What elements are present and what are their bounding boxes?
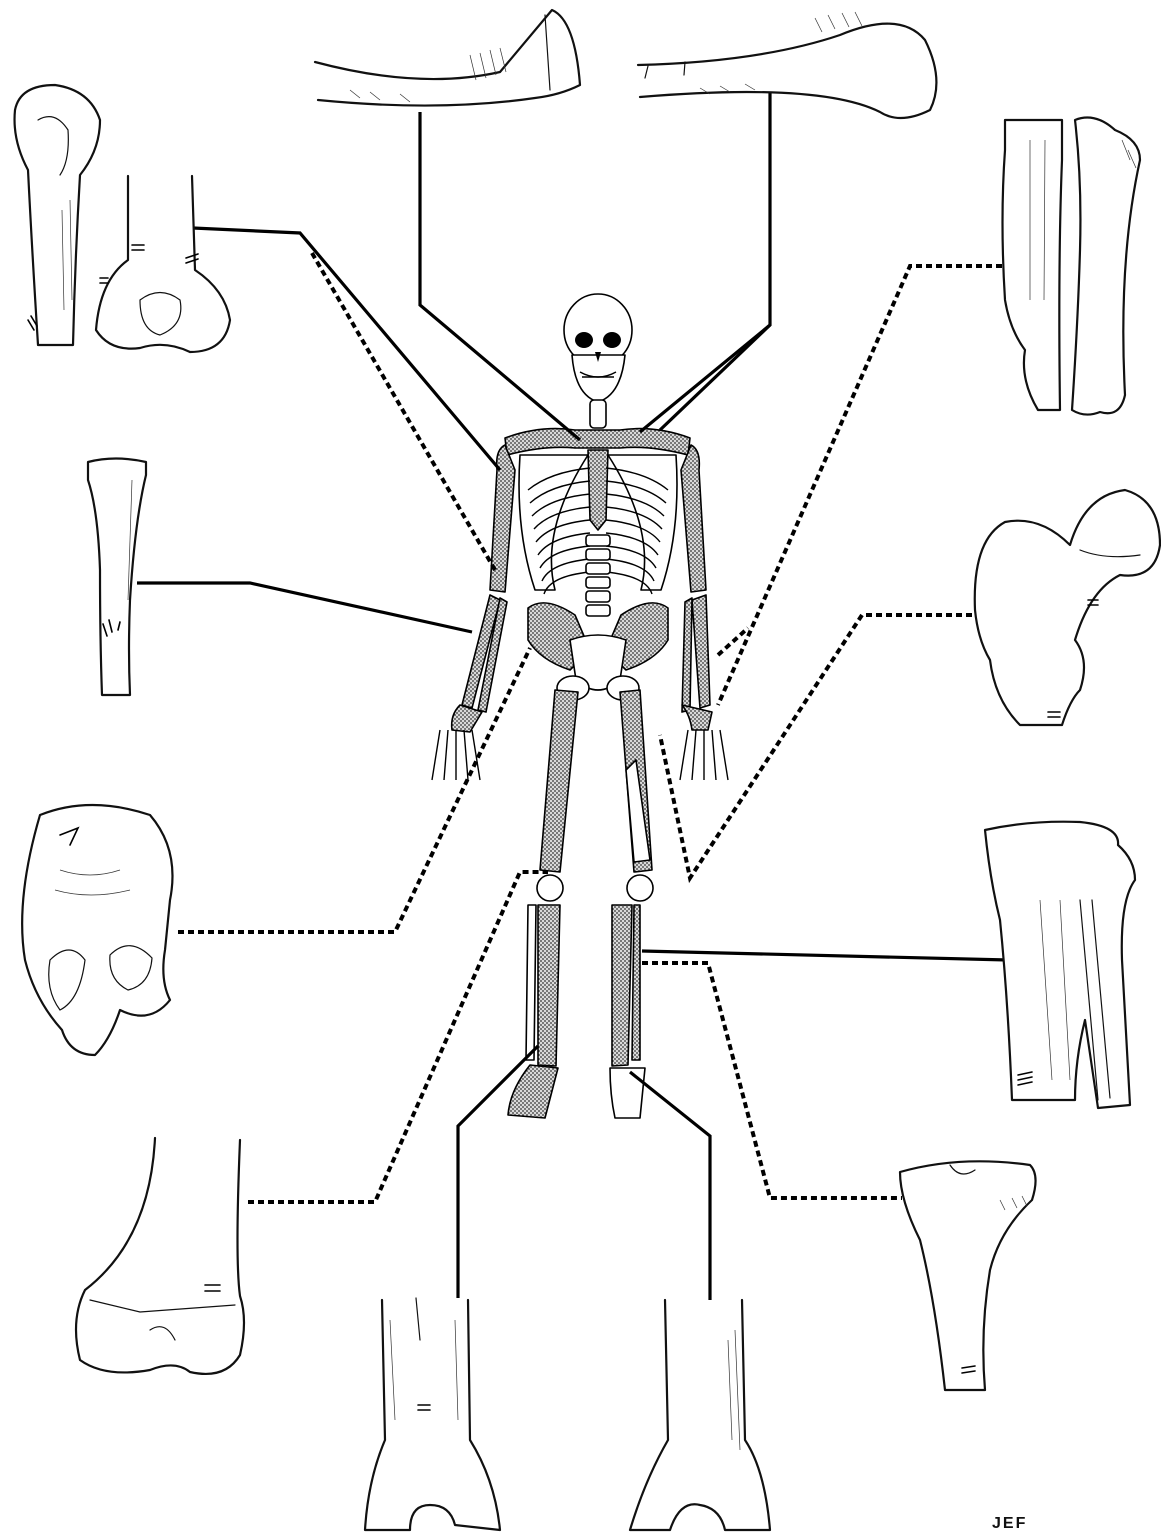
central-skeleton [432,294,728,1118]
vertebra [586,535,610,546]
vertebra [586,563,610,574]
left-clavicle-drawing [638,12,936,118]
leader-left-clavicle [640,82,770,432]
right-radius-drawing [88,459,146,696]
left-radius-ulna-drawing [1003,118,1141,415]
left-tibia-proximal-drawing [900,1161,1036,1390]
finger-bone [712,730,716,780]
leader-left-fibula [630,1072,710,1310]
skull [564,294,632,402]
leader-right-femur-distal [248,872,548,1202]
vertebra [586,591,610,602]
artist-signature: JEF [992,1515,1027,1532]
left-tibia-fibula-drawing [985,822,1135,1108]
finger-bone [720,730,728,780]
finger-bone [432,730,440,780]
finger-bone [444,730,448,780]
leader-right-clavicle [420,112,580,440]
leader-left-scapula [660,325,770,430]
finger-bone [680,730,688,780]
leader-left-tibia-proximal [642,963,902,1198]
leader-right-humerus-distal [193,228,500,470]
cervical-spine [590,400,606,428]
leader-left-tibia [642,951,1008,960]
skeleton-left-hand [680,730,728,780]
skeleton-right-arm [452,445,515,732]
vertebra [586,549,610,560]
leader-right-radius [137,583,472,632]
leader-right-humerus-proximal [312,253,495,570]
right-femur-distal-drawing [76,1138,244,1374]
sternum [588,450,608,530]
skeleton-right-leg [508,690,578,1118]
right-innominate-drawing [22,805,172,1055]
lumbar-spine [586,535,610,616]
skeleton-left-arm [681,445,712,730]
pelvis [528,603,668,700]
right-clavicle-drawing [315,10,580,106]
right-humerus-proximal-drawing [15,85,100,345]
vertebra [586,605,610,616]
left-distal-tibia-drawing [630,1300,770,1530]
finger-bone [464,730,468,780]
skeleton-left-leg [610,690,653,1118]
right-distal-tibia-drawing [365,1298,500,1530]
vertebra [586,577,610,588]
finger-bone [692,730,696,780]
left-femur-proximal-drawing [975,490,1160,725]
right-humerus-distal-drawing [96,176,230,352]
